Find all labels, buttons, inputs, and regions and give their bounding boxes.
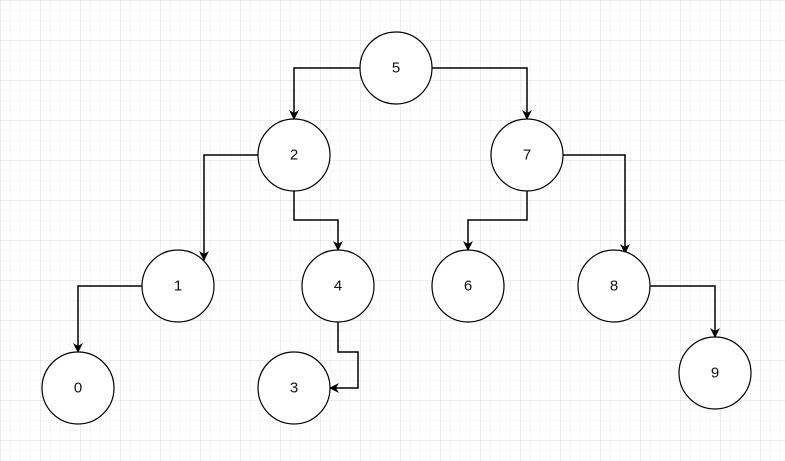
node-circle xyxy=(490,118,564,192)
tree-node-6: 6 xyxy=(431,249,505,323)
edge-7-to-6 xyxy=(463,191,528,251)
edge-2-to-4 xyxy=(293,191,343,251)
node-label: 8 xyxy=(610,278,618,295)
node-circle xyxy=(431,249,505,323)
edges-layer xyxy=(73,67,720,393)
node-label: 5 xyxy=(392,60,400,77)
node-label: 9 xyxy=(711,365,719,382)
node-label: 0 xyxy=(74,380,82,397)
node-circle xyxy=(301,249,375,323)
node-circle xyxy=(577,249,651,323)
tree-node-8: 8 xyxy=(577,249,651,323)
edge-4-to-3 xyxy=(329,322,359,393)
tree-node-1: 1 xyxy=(141,249,215,323)
tree-node-2: 2 xyxy=(257,118,331,192)
tree-node-5: 5 xyxy=(359,31,433,105)
nodes-layer: 5 2 7 1 4 6 8 0 3 9 xyxy=(41,31,752,425)
tree-node-0: 0 xyxy=(41,351,115,425)
node-label: 6 xyxy=(464,278,472,295)
node-label: 7 xyxy=(523,147,531,164)
tree-node-3: 3 xyxy=(257,351,331,425)
node-circle xyxy=(41,351,115,425)
node-circle xyxy=(678,336,752,410)
node-label: 1 xyxy=(174,278,182,295)
node-circle xyxy=(257,351,331,425)
node-label: 3 xyxy=(290,380,298,397)
node-circle xyxy=(141,249,215,323)
edge-2-to-1 xyxy=(199,154,258,261)
edge-7-to-8 xyxy=(563,154,630,254)
node-circle xyxy=(257,118,331,192)
edge-5-to-7 xyxy=(432,67,532,120)
tree-node-7: 7 xyxy=(490,118,564,192)
edge-1-to-0 xyxy=(73,285,142,353)
tree-node-9: 9 xyxy=(678,336,752,410)
tree-node-4: 4 xyxy=(301,249,375,323)
node-label: 4 xyxy=(334,278,342,295)
edge-8-to-9 xyxy=(650,285,720,338)
node-label: 2 xyxy=(290,147,298,164)
node-circle xyxy=(359,31,433,105)
edge-5-to-2 xyxy=(289,67,360,120)
